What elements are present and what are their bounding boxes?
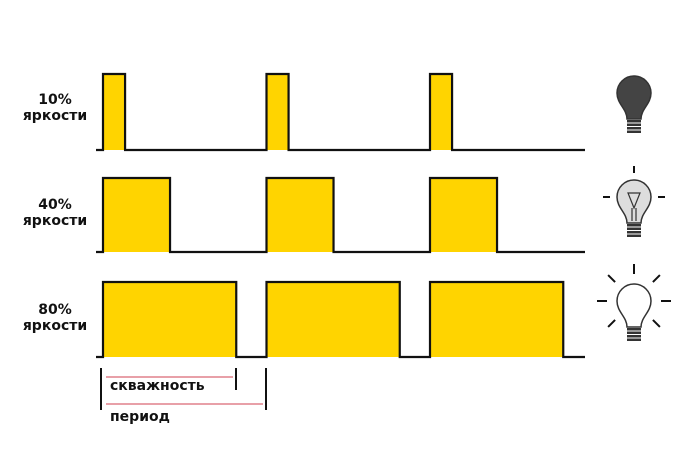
pulse xyxy=(430,282,564,357)
pulse xyxy=(103,74,126,150)
signal-line xyxy=(96,72,585,152)
row-label-40: 40%яркости xyxy=(15,197,95,229)
caption: яркости xyxy=(22,213,88,229)
period-label: период xyxy=(110,409,170,425)
signal-line xyxy=(96,280,585,359)
signal-line xyxy=(96,176,585,254)
pulse xyxy=(103,282,237,357)
pulse xyxy=(266,282,400,357)
bulb-bright-icon xyxy=(616,283,652,341)
light-ray xyxy=(607,274,616,283)
filament xyxy=(627,192,641,221)
percent: 10% xyxy=(38,92,72,108)
row-label-80: 80%яркости xyxy=(15,302,95,334)
light-ray xyxy=(652,274,661,283)
percent: 80% xyxy=(38,302,72,318)
caption: яркости xyxy=(22,108,88,124)
percent: 40% xyxy=(38,197,72,213)
light-ray xyxy=(652,319,661,328)
pulse xyxy=(266,178,334,252)
duty-label: скважность xyxy=(110,378,205,394)
pulse xyxy=(430,178,498,252)
pulse xyxy=(430,74,453,150)
light-ray xyxy=(607,319,616,328)
bulb-dim-icon xyxy=(616,179,652,237)
pulse xyxy=(103,178,171,252)
pulse xyxy=(266,74,289,150)
row-label-10: 10%яркости xyxy=(15,92,95,124)
caption: яркости xyxy=(22,318,88,334)
bulb-off-icon xyxy=(616,75,652,133)
